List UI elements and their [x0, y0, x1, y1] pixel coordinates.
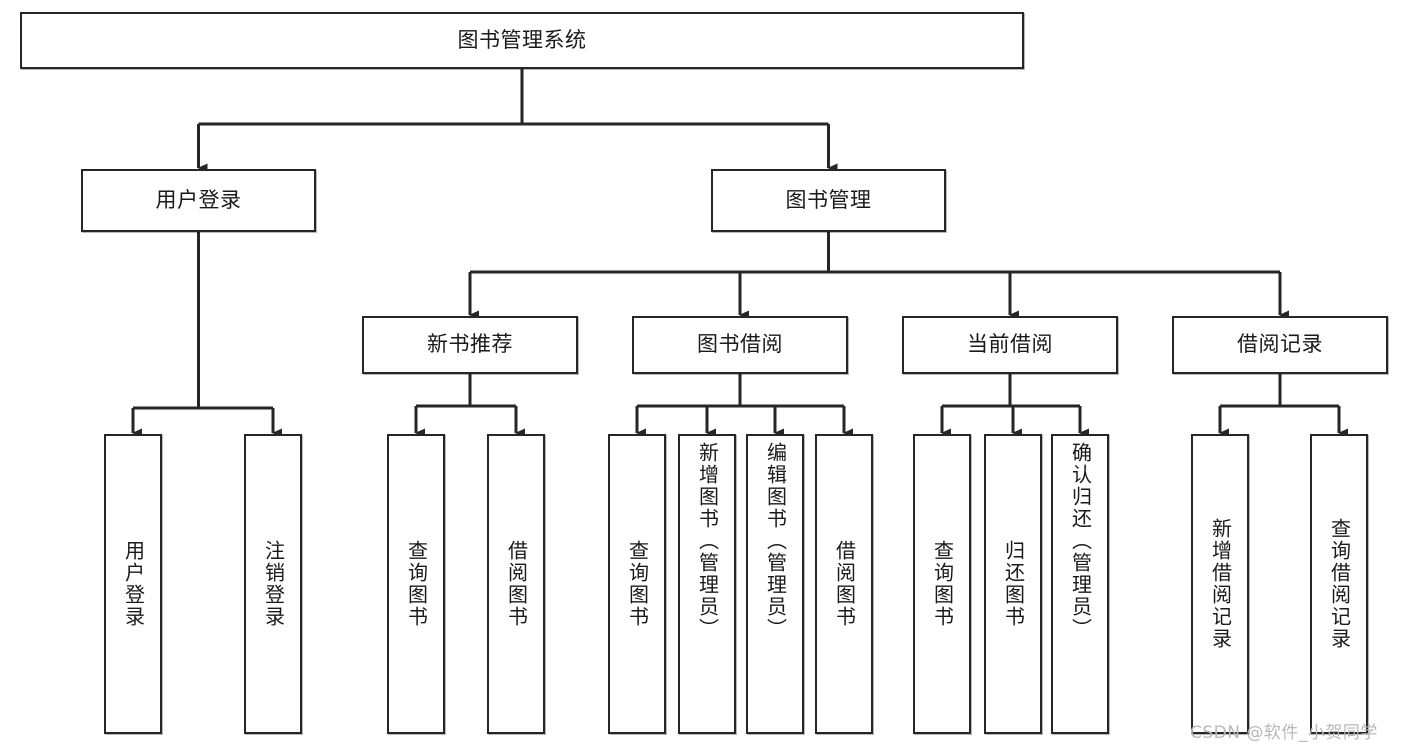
- leaf-inner: 编辑图书（管理员）: [748, 436, 802, 732]
- leaf-label: 查询图书: [404, 540, 429, 628]
- leaf-inner: 查询图书: [389, 436, 443, 732]
- leaf-node-leaf-query-book[interactable]: 查询图书: [608, 434, 666, 734]
- leaf-node-leaf-query-record[interactable]: 查询借阅记录: [1310, 434, 1368, 734]
- leaf-label: 新增图书（管理员）: [695, 442, 720, 640]
- level3-node-current-borrow[interactable]: 当前借阅: [902, 316, 1118, 374]
- level2-node-user-login[interactable]: 用户登录: [81, 169, 316, 232]
- leaf-inner: 用户登录: [106, 436, 160, 732]
- leaf-inner: 查询图书: [610, 436, 664, 732]
- leaf-label: 注销登录: [261, 540, 286, 628]
- leaf-label: 查询借阅记录: [1327, 518, 1352, 650]
- leaf-label: 归还图书: [1001, 540, 1026, 628]
- node-label: 新书推荐: [427, 332, 513, 357]
- leaf-node-leaf-edit-book[interactable]: 编辑图书（管理员）: [746, 434, 804, 734]
- leaf-inner: 借阅图书: [817, 436, 871, 732]
- leaf-label: 确认归还（管理员）: [1068, 442, 1093, 640]
- node-label: 借阅记录: [1237, 332, 1323, 357]
- leaf-label: 借阅图书: [504, 540, 529, 628]
- leaf-label: 借阅图书: [832, 540, 857, 628]
- level3-node-book-borrow[interactable]: 图书借阅: [632, 316, 848, 374]
- leaf-inner: 借阅图书: [489, 436, 543, 732]
- node-label: 用户登录: [155, 187, 242, 212]
- leaf-inner: 注销登录: [246, 436, 300, 732]
- leaf-label: 新增借阅记录: [1208, 518, 1233, 650]
- leaf-inner: 查询图书: [915, 436, 969, 732]
- leaf-node-leaf-return-book[interactable]: 归还图书: [984, 434, 1042, 734]
- leaf-node-leaf-add-book[interactable]: 新增图书（管理员）: [678, 434, 736, 734]
- leaf-node-leaf-borrow-book[interactable]: 借阅图书: [815, 434, 873, 734]
- leaf-node-leaf-query-book-cur[interactable]: 查询图书: [913, 434, 971, 734]
- leaf-node-leaf-confirm-return[interactable]: 确认归还（管理员）: [1051, 434, 1109, 734]
- leaf-node-leaf-user-logout[interactable]: 注销登录: [244, 434, 302, 734]
- node-label: 当前借阅: [967, 332, 1053, 357]
- level2-node-book-manage[interactable]: 图书管理: [711, 169, 946, 232]
- leaf-label: 查询图书: [930, 540, 955, 628]
- level3-node-new-book-rec[interactable]: 新书推荐: [362, 316, 578, 374]
- leaf-node-leaf-query-book-rec[interactable]: 查询图书: [387, 434, 445, 734]
- leaf-inner: 新增图书（管理员）: [680, 436, 734, 732]
- leaf-node-leaf-user-login[interactable]: 用户登录: [104, 434, 162, 734]
- leaf-inner: 查询借阅记录: [1312, 436, 1366, 732]
- leaf-label: 用户登录: [121, 540, 146, 628]
- leaf-inner: 确认归还（管理员）: [1053, 436, 1107, 732]
- root-node-root[interactable]: 图书管理系统: [20, 12, 1024, 69]
- leaf-inner: 新增借阅记录: [1193, 436, 1247, 732]
- node-label: 图书管理: [785, 187, 872, 212]
- leaf-node-leaf-borrow-book-rec[interactable]: 借阅图书: [487, 434, 545, 734]
- leaf-inner: 归还图书: [986, 436, 1040, 732]
- leaf-node-leaf-add-record[interactable]: 新增借阅记录: [1191, 434, 1249, 734]
- leaf-label: 编辑图书（管理员）: [763, 442, 788, 640]
- level3-node-borrow-record[interactable]: 借阅记录: [1172, 316, 1388, 374]
- node-label: 图书管理系统: [457, 27, 587, 52]
- leaf-label: 查询图书: [625, 540, 650, 628]
- node-label: 图书借阅: [697, 332, 783, 357]
